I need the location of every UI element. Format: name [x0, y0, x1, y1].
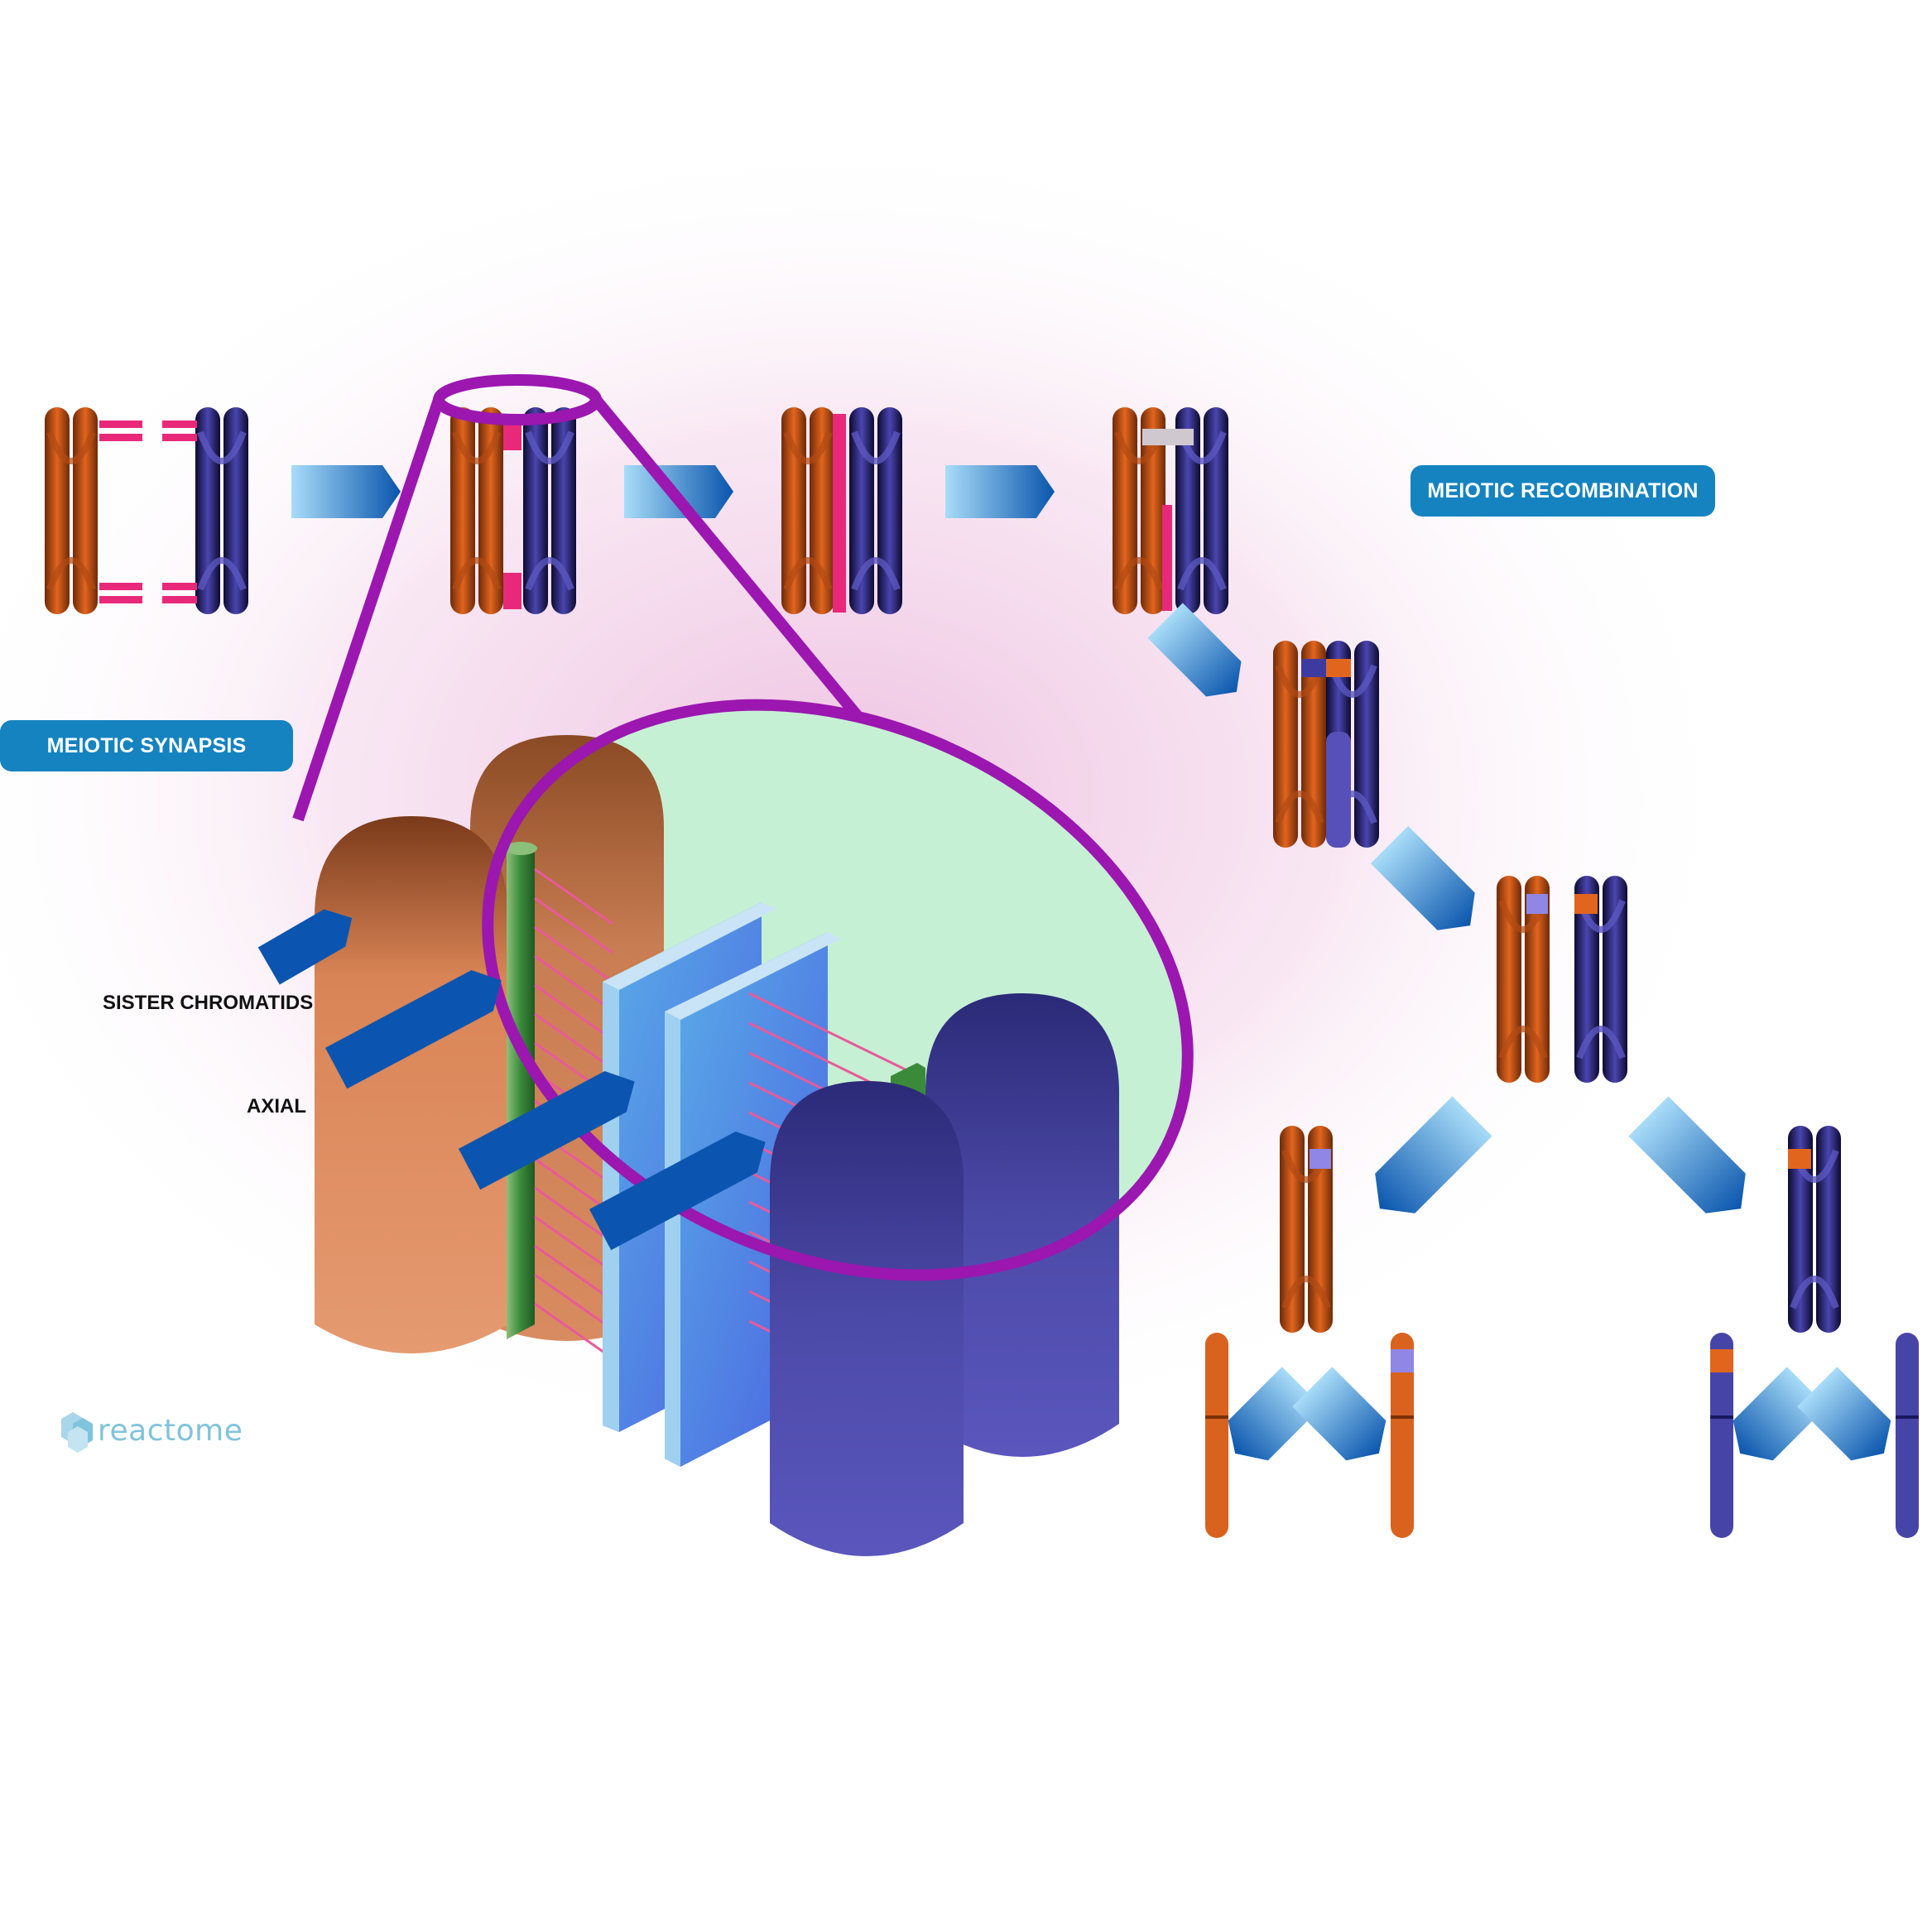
process-arrow-icon [1375, 1096, 1492, 1214]
process-arrow-icon [1228, 1367, 1322, 1461]
chromosome-pair-stage-5 [1273, 641, 1379, 848]
chromosome-pair-stage-3 [781, 407, 902, 614]
process-arrow-icon [1147, 603, 1242, 697]
process-arrow-icon [1797, 1367, 1891, 1461]
meiotic-synapsis-label: MEIOTIC SYNAPSIS [0, 720, 293, 771]
reactome-logo-icon [61, 1412, 93, 1453]
chromatids-paternal [1710, 1333, 1919, 1538]
process-arrow-icon [1733, 1367, 1827, 1461]
chromosome-maternal-recombined [1280, 1126, 1333, 1333]
process-arrow-icon [1628, 1096, 1746, 1214]
chromosome-pair-stage-6 [1497, 876, 1627, 1083]
meiotic-recombination-label: MEIOTIC RECOMBINATION [1411, 465, 1715, 517]
chromatids-maternal [1205, 1333, 1414, 1538]
chromosome-icon [45, 407, 142, 614]
chromosome-pair-stage-1 [45, 407, 248, 614]
synaptonemal-complex-model [315, 735, 1119, 1556]
chromosome-paternal-recombined [1788, 1126, 1841, 1333]
process-arrow-icon [1370, 825, 1475, 930]
process-arrow-icon [945, 465, 1055, 518]
process-arrow-icon [291, 465, 401, 518]
zoom-ellipse-outline [482, 699, 1194, 1281]
process-arrow-icon [1292, 1367, 1387, 1461]
sister-chromatids-label: SISTER CHROMATIDS [103, 992, 314, 1014]
chromosome-pair-stage-2 [450, 407, 576, 614]
reactome-logo-text: reactome [98, 1414, 243, 1448]
chromosome-icon [162, 407, 248, 614]
pointer-arrows [257, 909, 766, 1251]
axial-label: AXIAL [247, 1095, 306, 1117]
chromosome-pair-stage-4 [1113, 407, 1228, 614]
